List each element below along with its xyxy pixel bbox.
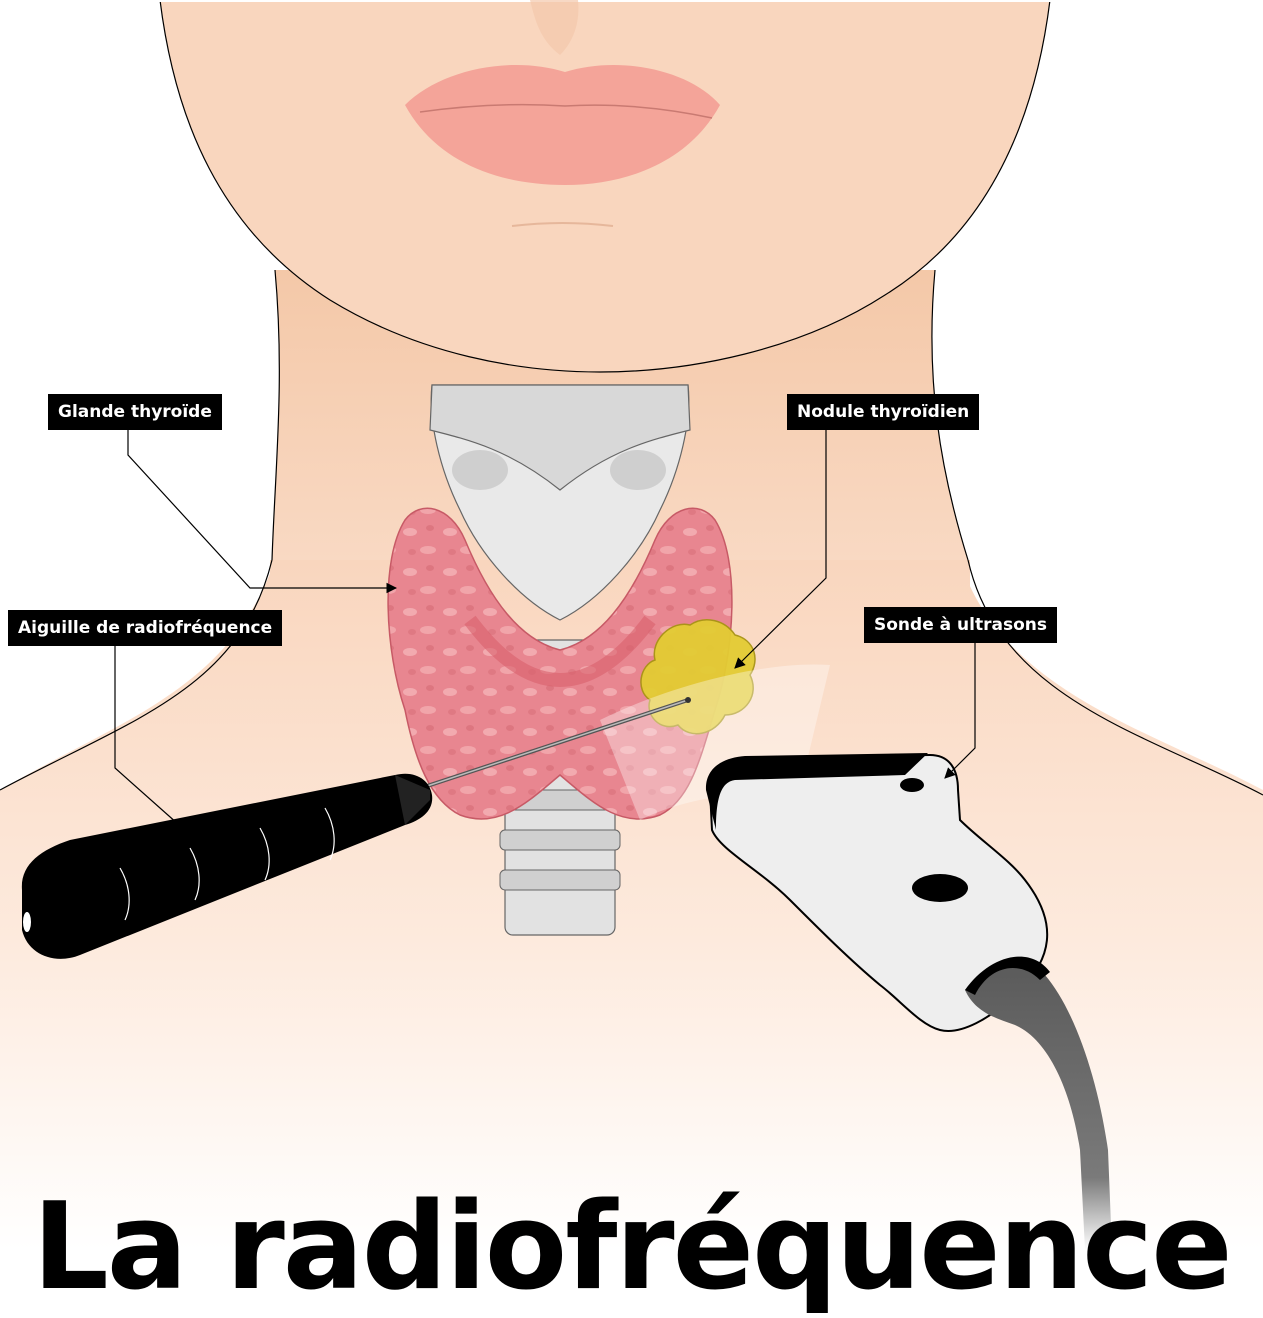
needle-tip [685,697,691,703]
label-nodule-thyroidien: Nodule thyroïdien [787,394,979,430]
page-title: La radiofréquence [0,1178,1263,1318]
label-aiguille-radiofrequence: Aiguille de radiofréquence [8,610,282,646]
label-glande-thyroide: Glande thyroïde [48,394,222,430]
cartilage-shade-left [452,450,508,490]
label-sonde-ultrasons: Sonde à ultrasons [864,607,1057,643]
cartilage-shade-right [610,450,666,490]
